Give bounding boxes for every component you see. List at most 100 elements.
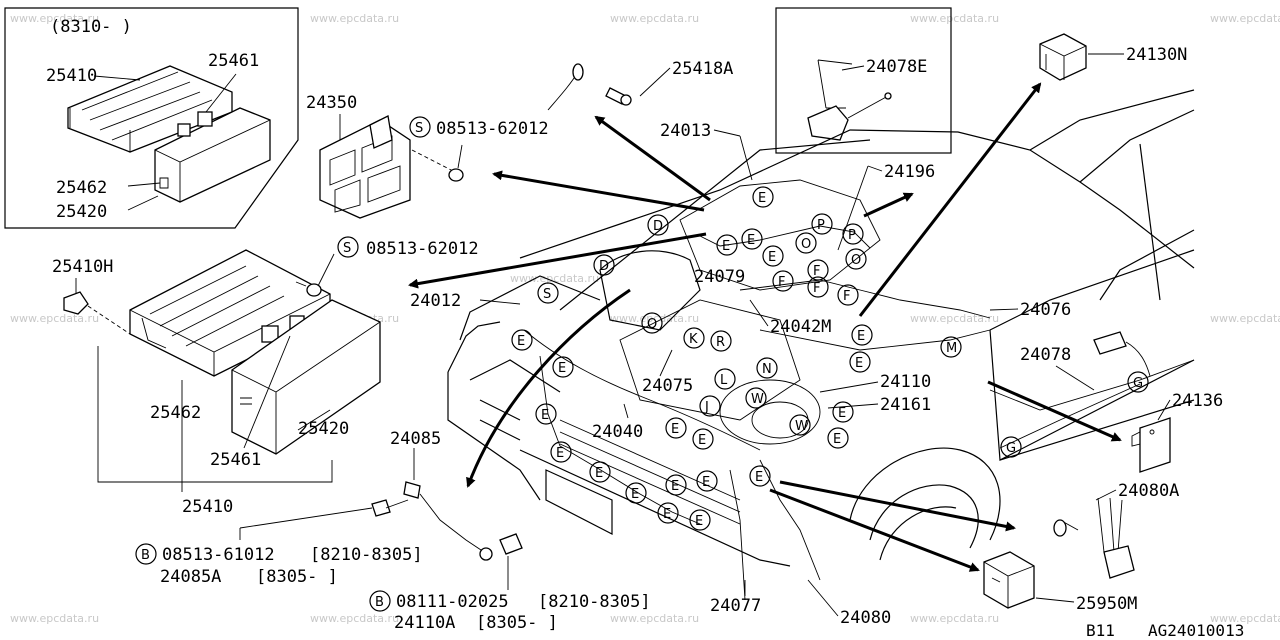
svg-text:E: E: [517, 334, 525, 349]
svg-text:25461: 25461: [210, 450, 261, 470]
svg-text:[8305- ]: [8305- ]: [476, 613, 558, 633]
svg-text:E: E: [855, 356, 863, 371]
marker-E4: E: [550, 441, 572, 463]
marker-E20: E: [832, 401, 854, 423]
svg-text:24013: 24013: [660, 121, 711, 141]
svg-text:AG24010013: AG24010013: [1148, 621, 1244, 640]
marker-E8: E: [689, 509, 711, 531]
marker-E10: E: [696, 470, 718, 492]
marker-S: S: [537, 282, 559, 304]
svg-text:B: B: [375, 595, 384, 610]
svg-text:B11: B11: [1086, 621, 1115, 640]
marker-E21: E: [827, 427, 849, 449]
marker-W1: W: [745, 387, 767, 409]
marker-F1: F: [772, 270, 794, 292]
svg-text:24076: 24076: [1020, 300, 1071, 320]
part-25410H: 25410H: [52, 257, 131, 335]
svg-text:F: F: [843, 289, 850, 304]
svg-text:08513-62012: 08513-62012: [366, 239, 479, 259]
svg-text:D: D: [653, 219, 663, 234]
svg-text:E: E: [663, 507, 671, 522]
marker-P2: P: [842, 223, 864, 245]
marker-O2: O: [845, 248, 867, 270]
marker-E1: E: [511, 329, 533, 351]
svg-text:24012: 24012: [410, 291, 461, 311]
svg-text:25410H: 25410H: [52, 257, 113, 277]
svg-text:24196: 24196: [884, 162, 935, 182]
svg-text:25462: 25462: [150, 403, 201, 423]
marker-E2: E: [552, 356, 574, 378]
svg-text:www.epcdata.ru: www.epcdata.ru: [610, 612, 699, 625]
svg-text:24130N: 24130N: [1126, 45, 1187, 65]
svg-text:S: S: [343, 241, 351, 256]
marker-D2: D: [593, 254, 615, 276]
svg-text:[8210-8305]: [8210-8305]: [538, 592, 651, 612]
svg-text:E: E: [702, 475, 710, 490]
marker-F3: F: [807, 276, 829, 298]
svg-text:E: E: [838, 406, 846, 421]
marker-E5: E: [589, 461, 611, 483]
marker-E7: E: [657, 502, 679, 524]
svg-text:www.epcdata.ru: www.epcdata.ru: [1210, 12, 1280, 25]
svg-text:S: S: [543, 287, 551, 302]
svg-text:08513-61012: 08513-61012: [162, 545, 275, 565]
svg-text:F: F: [778, 275, 785, 290]
connector-25950M: [983, 551, 1035, 609]
svg-text:S: S: [415, 121, 423, 136]
svg-text:W: W: [751, 392, 764, 407]
marker-E19: E: [849, 351, 871, 373]
svg-text:F: F: [813, 264, 820, 279]
svg-text:25462: 25462: [56, 178, 107, 198]
inset-fuse-box: (8310- ) 25410 25461 25462 25420: [4, 7, 299, 229]
svg-text:E: E: [833, 432, 841, 447]
fuse-box-assembly-25410: S 08513-62012 25462 25420 25461 25410: [97, 236, 479, 517]
marker-K: K: [683, 327, 705, 349]
svg-text:24085A: 24085A: [160, 567, 221, 587]
svg-text:(8310- ): (8310- ): [50, 17, 132, 37]
svg-text:N: N: [762, 362, 772, 377]
svg-text:24110: 24110: [880, 372, 931, 392]
svg-text:24080: 24080: [840, 608, 891, 628]
svg-text:24042M: 24042M: [770, 317, 831, 337]
svg-text:G: G: [1133, 376, 1143, 391]
connector-24130N: 24130N: [1039, 33, 1187, 81]
svg-text:R: R: [716, 335, 725, 350]
svg-text:O: O: [851, 253, 861, 268]
part-24078: [1093, 331, 1151, 377]
svg-text:P: P: [817, 218, 825, 233]
marker-R: R: [710, 330, 732, 352]
svg-text:L: L: [720, 373, 728, 388]
svg-text:24085: 24085: [390, 429, 441, 449]
vehicle-body: [447, 89, 1195, 601]
svg-text:24078: 24078: [1020, 345, 1071, 365]
svg-text:24350: 24350: [306, 93, 357, 113]
svg-text:25410: 25410: [182, 497, 233, 517]
svg-text:E: E: [595, 466, 603, 481]
marker-Q: Q: [641, 312, 663, 334]
svg-text:25418A: 25418A: [672, 59, 733, 79]
svg-text:E: E: [631, 487, 639, 502]
marker-J: J: [699, 395, 721, 417]
svg-text:www.epcdata.ru: www.epcdata.ru: [1210, 612, 1280, 625]
bracket-24136: [1131, 417, 1171, 473]
svg-text:E: E: [671, 479, 679, 494]
svg-text:E: E: [558, 361, 566, 376]
marker-M: M: [940, 336, 962, 358]
svg-text:www.epcdata.ru: www.epcdata.ru: [310, 612, 399, 625]
svg-text:F: F: [813, 281, 820, 296]
svg-text:E: E: [671, 422, 679, 437]
svg-text:08111-02025: 08111-02025: [396, 592, 509, 612]
svg-text:www.epcdata.ru: www.epcdata.ru: [1210, 312, 1280, 325]
svg-text:P: P: [848, 228, 856, 243]
svg-text:24077: 24077: [710, 596, 761, 616]
inset-24078E: 24078E: [775, 7, 952, 154]
svg-text:25420: 25420: [298, 419, 349, 439]
marker-G2: G: [1000, 436, 1022, 458]
marker-E18: E: [851, 324, 873, 346]
svg-text:24079: 24079: [694, 267, 745, 287]
marker-L: L: [714, 368, 736, 390]
svg-text:24075: 24075: [642, 376, 693, 396]
svg-text:24161: 24161: [880, 395, 931, 415]
marker-E17: E: [762, 245, 784, 267]
